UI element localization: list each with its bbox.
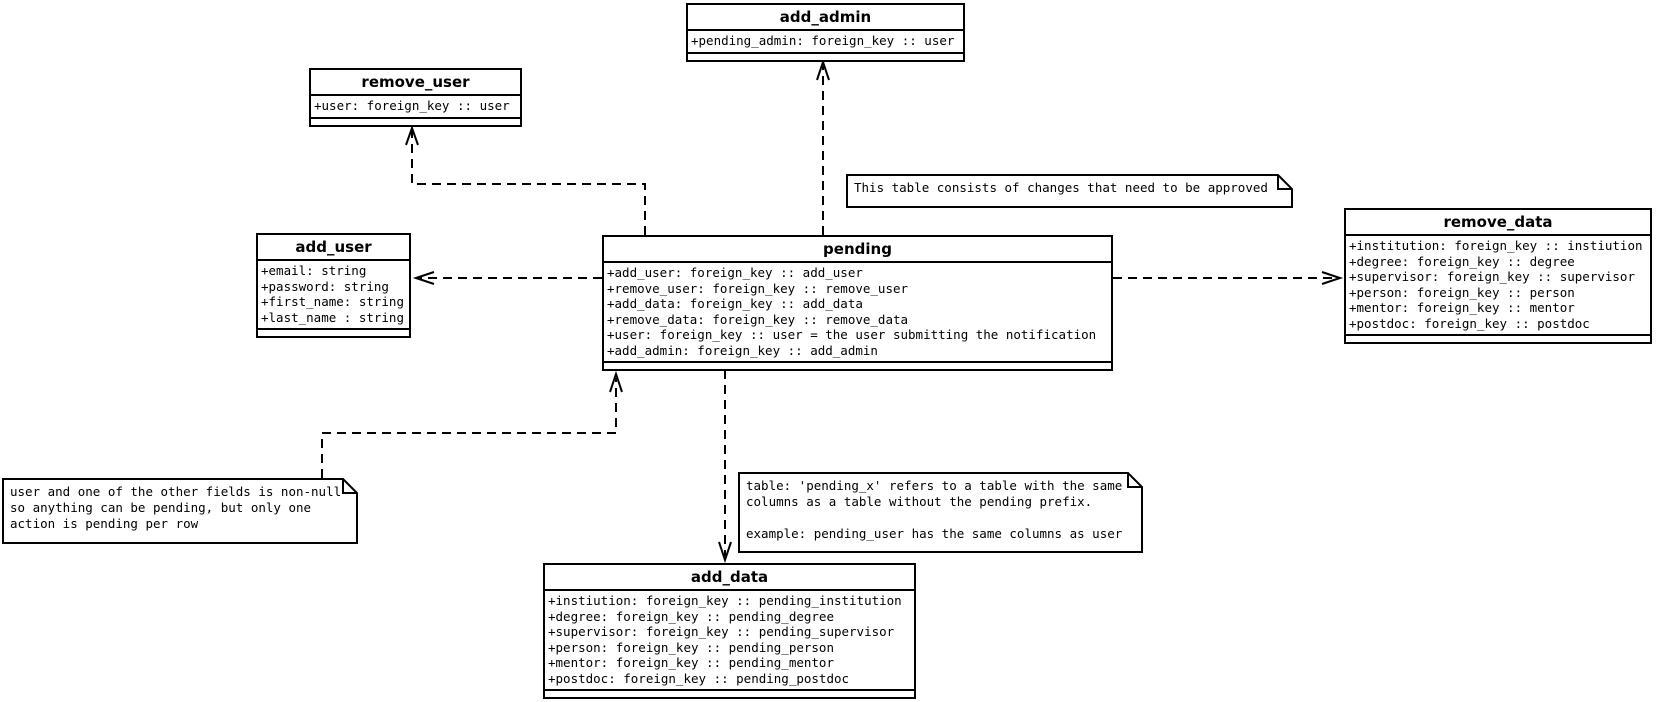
operations-compartment <box>258 330 409 336</box>
note-fold-icon <box>1127 472 1143 488</box>
table-attribute: +person: foreign_key :: person <box>1349 284 1575 300</box>
note-fold-icon <box>342 478 358 494</box>
table-attribute: +remove_user: foreign_key :: remove_user <box>607 280 909 296</box>
table-attribute: +first_name: string <box>261 294 404 309</box>
operations-compartment <box>604 363 1111 369</box>
connector-pending-to-add-data[interactable] <box>718 370 732 564</box>
connector-pending-to-remove-data[interactable] <box>1113 271 1344 285</box>
arrowhead-icon <box>412 271 435 285</box>
uml-class-add-user[interactable]: add_user +email: string +password: strin… <box>256 233 411 338</box>
table-attribute: +mentor: foreign_key :: pending_mentor <box>548 655 834 670</box>
uml-class-pending[interactable]: pending +add_user: foreign_key :: add_us… <box>602 235 1113 371</box>
note-naming-convention[interactable]: table: 'pending_x' refers to a table wit… <box>738 472 1143 553</box>
operations-compartment <box>1346 336 1650 342</box>
table-attribute: +password: string <box>261 278 389 294</box>
table-attribute: +degree: foreign_key :: degree <box>1349 253 1575 269</box>
table-attribute: +add_data: foreign_key :: add_data <box>607 296 863 311</box>
connector-line <box>411 131 646 235</box>
note-text <box>746 510 1135 526</box>
connector-pending-to-add-admin[interactable] <box>816 58 830 235</box>
operations-compartment <box>545 691 914 697</box>
table-attribute: +email: string <box>261 263 367 278</box>
table-attribute: +add_admin: foreign_key :: add_admin <box>607 342 878 358</box>
table-attribute: +supervisor: foreign_key :: pending_supe… <box>548 624 895 639</box>
table-attribute: +mentor: foreign_key :: mentor <box>1349 300 1575 315</box>
table-attribute: +postdoc: foreign_key :: postdoc <box>1349 315 1590 331</box>
uml-class-add-data[interactable]: add_data +instiution: foreign_key :: pen… <box>543 563 916 699</box>
note-text: so anything can be pending, but only one <box>10 500 312 515</box>
table-attribute: +pending_admin: foreign_key :: user <box>691 33 955 48</box>
table-title: pending <box>604 237 1111 263</box>
note-fold-icon <box>1277 174 1293 190</box>
table-attribute: +supervisor: foreign_key :: supervisor <box>1349 269 1635 284</box>
uml-class-remove-data[interactable]: remove_data +institution: foreign_key ::… <box>1344 208 1652 344</box>
table-attribute: +add_user: foreign_key :: add_user <box>607 265 863 280</box>
table-attribute: +last_name : string <box>261 309 404 325</box>
table-attribute: +institution: foreign_key :: instiution <box>1349 238 1643 253</box>
table-attribute: +instiution: foreign_key :: pending_inst… <box>548 593 902 608</box>
note-text: user and one of the other fields is non-… <box>10 484 342 499</box>
table-attribute: +degree: foreign_key :: pending_degree <box>548 608 834 624</box>
table-title: add_data <box>545 565 914 591</box>
arrowhead-icon <box>1321 271 1344 285</box>
note-text: example: pending_user has the same colum… <box>746 526 1123 541</box>
connector-line <box>321 378 617 478</box>
table-attribute: +user: foreign_key :: user <box>314 98 510 113</box>
table-attribute: +postdoc: foreign_key :: pending_postdoc <box>548 670 850 686</box>
table-attribute: +remove_data: foreign_key :: remove_data <box>607 311 909 327</box>
arrowhead-icon <box>816 58 830 81</box>
note-text: This table consists of changes that need… <box>854 180 1268 195</box>
table-attribute: +person: foreign_key :: pending_person <box>548 639 834 655</box>
uml-class-add-admin[interactable]: add_admin +pending_admin: foreign_key ::… <box>686 3 965 62</box>
arrowhead-icon <box>609 370 623 393</box>
table-title: remove_data <box>1346 210 1650 236</box>
connector-pending-to-remove-user[interactable] <box>405 124 646 235</box>
note-text: table: 'pending_x' refers to a table wit… <box>746 478 1123 493</box>
note-text: columns as a table without the pending p… <box>746 494 1093 509</box>
arrowhead-icon <box>718 541 732 564</box>
table-title: add_user <box>258 235 409 261</box>
connector-note-to-pending[interactable] <box>321 370 623 478</box>
note-approval[interactable]: This table consists of changes that need… <box>846 174 1293 208</box>
uml-class-remove-user[interactable]: remove_user +user: foreign_key :: user <box>309 68 522 127</box>
table-title: remove_user <box>311 70 520 96</box>
table-attribute: +user: foreign_key :: user = the user su… <box>607 327 1097 342</box>
note-pending-rule[interactable]: user and one of the other fields is non-… <box>2 478 358 544</box>
operations-compartment <box>688 53 963 60</box>
arrowhead-icon <box>405 124 419 146</box>
table-title: add_admin <box>688 5 963 31</box>
connector-pending-to-add-user[interactable] <box>412 271 602 285</box>
note-text: action is pending per row <box>10 516 199 531</box>
operations-compartment <box>311 118 520 125</box>
